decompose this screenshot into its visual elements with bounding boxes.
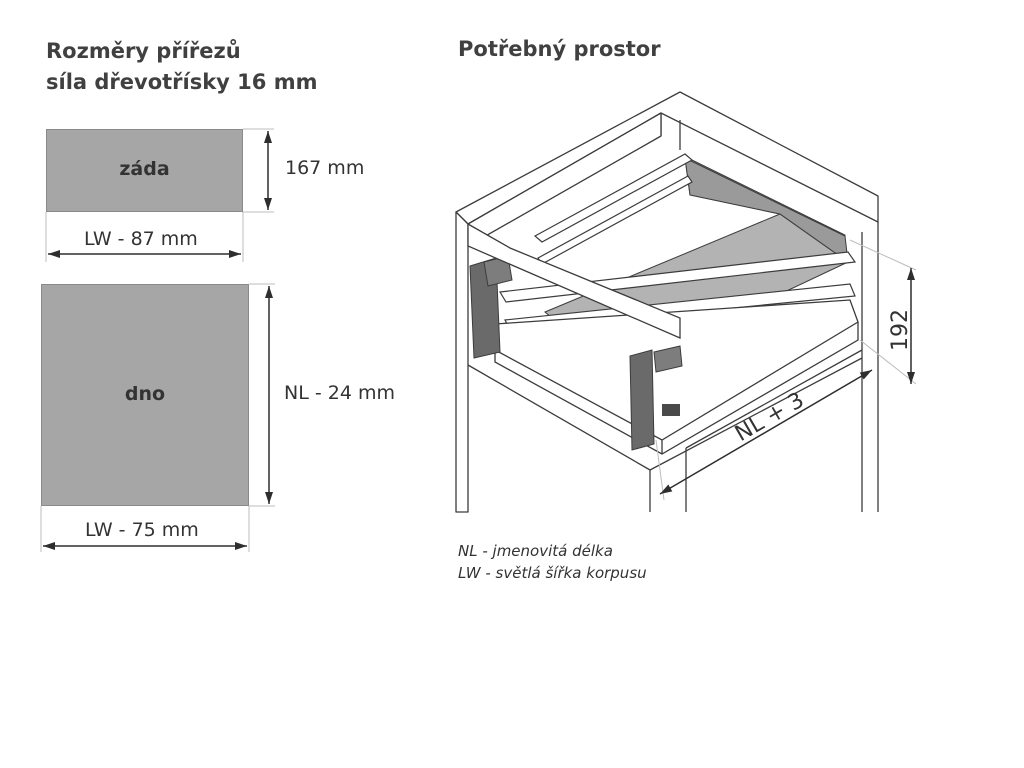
drawer-handle-clip — [662, 404, 680, 416]
back-panel: záda — [46, 129, 243, 212]
drawer-right-side — [684, 157, 849, 264]
back-panel-label: záda — [119, 158, 170, 180]
heading-line-1: Rozměry přířezů — [46, 39, 241, 63]
height-dimension-label: 192 — [888, 309, 913, 351]
heading-line-2: síla dřevotřísky 16 mm — [46, 70, 318, 94]
cabinet-left-post — [455, 211, 469, 513]
back-height-label: 167 mm — [285, 157, 365, 179]
depth-dimension-label: NL + 3 — [731, 388, 809, 447]
legend-lw: LW - světlá šířka korpusu — [458, 564, 647, 582]
height-extension-bottom — [859, 339, 917, 385]
drawer-left-rail-upper — [533, 153, 694, 243]
bottom-length-label: NL - 24 mm — [284, 382, 395, 404]
drawer-right-bracket — [629, 349, 655, 451]
cabinet-front-rail — [467, 222, 681, 339]
depth-dimension-arrow — [659, 369, 873, 495]
bottom-panel-label: dno — [124, 383, 166, 405]
bottom-panel: dno — [41, 284, 249, 506]
bottom-width-label: LW - 75 mm — [85, 519, 199, 541]
back-width-label: LW - 87 mm — [84, 228, 198, 250]
legend-nl: NL - jmenovitá délka — [458, 542, 613, 560]
depth-extension-front — [655, 439, 665, 501]
height-extension-top — [849, 239, 917, 271]
cut-dimensions-heading: Rozměry přířezů síla dřevotřísky 16 mm — [46, 36, 317, 98]
required-space-heading: Potřebný prostor — [458, 37, 661, 61]
drawer-right-bracket-top — [653, 345, 683, 373]
